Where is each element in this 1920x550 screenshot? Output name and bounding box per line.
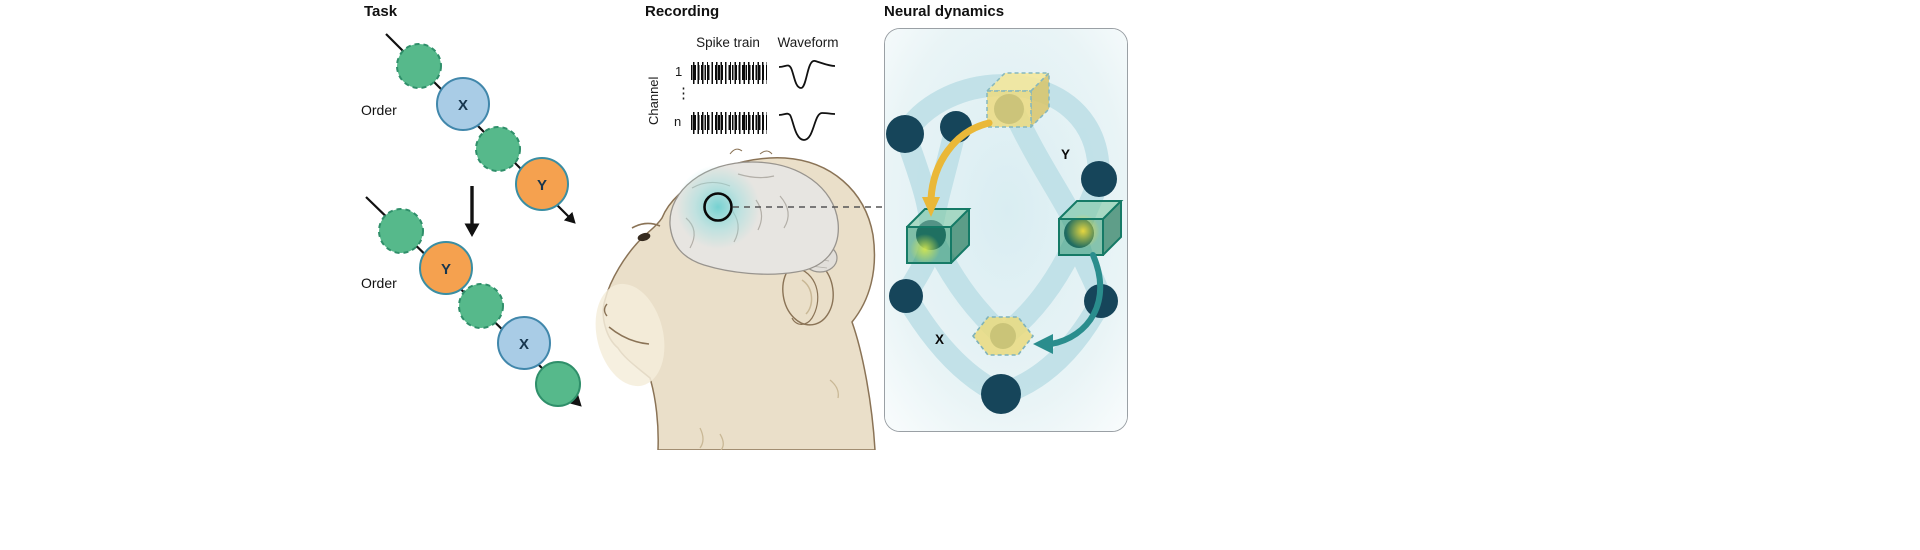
cube-yellow-top — [986, 72, 1050, 128]
neural-state-space-illustration: Y X — [885, 29, 1127, 431]
arrow-teal-transition — [1033, 252, 1104, 354]
monkey-eye — [637, 232, 651, 242]
neural-state-label-y: Y — [1061, 147, 1070, 162]
cube-green-right — [1058, 200, 1124, 256]
stimulus-circle-green — [378, 208, 424, 254]
neural-dynamics-panel-title: Neural dynamics — [884, 3, 1005, 20]
order-label-2: Order — [361, 275, 397, 291]
stimulus-circle-green — [396, 43, 442, 89]
stimulus-circle-green — [458, 283, 504, 329]
task-panel-title: Task — [364, 3, 398, 20]
crown-fur-strokes — [729, 148, 773, 155]
channel-number-n: n — [674, 114, 682, 129]
recording-site-marker — [703, 192, 733, 222]
monkey-face-details — [603, 148, 839, 450]
muzzle-shading — [595, 283, 665, 387]
sequence-1: X Y — [396, 43, 569, 211]
network-node — [889, 279, 923, 313]
stimulus-label-y: Y — [537, 177, 547, 194]
sequence-2: Y X — [378, 208, 581, 407]
cube-yellow-bottom — [971, 316, 1035, 356]
monkey-head-illustration — [595, 148, 884, 450]
channel-number-1: 1 — [675, 64, 683, 79]
channel-ellipsis: ⋮ — [676, 85, 691, 102]
cube-inner-glow — [1066, 214, 1100, 248]
stimulus-circle-y — [515, 157, 569, 211]
order-label-1: Order — [361, 102, 397, 118]
recording-panel-title: Recording — [645, 3, 720, 20]
waveform-trace — [778, 112, 836, 141]
network-node — [981, 374, 1021, 414]
nostril — [603, 303, 608, 317]
spike-train-header: Spike train — [696, 35, 760, 50]
stimulus-label-y: Y — [441, 261, 451, 278]
stimulus-circle-y — [419, 241, 473, 295]
waveform-channel-n — [778, 112, 836, 141]
spike-train-channel-1 — [691, 62, 767, 84]
neural-dynamics-panel: Y X — [884, 28, 1128, 432]
stimulus-circle-x — [497, 316, 551, 370]
mouth-line — [608, 326, 650, 345]
stimulus-circle-green-solid — [535, 361, 581, 407]
task-panel-illustration: X Y Order Y X Order — [361, 33, 582, 407]
cube-inner-glow — [910, 234, 940, 264]
network-node — [886, 115, 924, 153]
fur-strokes — [699, 379, 839, 450]
waveform-trace — [778, 60, 836, 89]
stimulus-circle-green — [475, 126, 521, 172]
cube-green-left — [906, 208, 972, 264]
recording-region-glow — [676, 165, 760, 249]
waveform-channel-1 — [778, 60, 836, 89]
waveform-header: Waveform — [777, 35, 839, 50]
brain-illustration — [669, 161, 884, 275]
neural-state-label-x: X — [935, 332, 944, 347]
stimulus-label-x: X — [519, 336, 529, 353]
brow-line — [631, 222, 661, 229]
stimulus-label-x: X — [458, 97, 468, 114]
network-node — [1081, 161, 1117, 197]
stimulus-circle-x — [436, 77, 490, 131]
arrow-yellow-transition — [922, 119, 993, 217]
spike-train-channel-n — [691, 112, 767, 134]
